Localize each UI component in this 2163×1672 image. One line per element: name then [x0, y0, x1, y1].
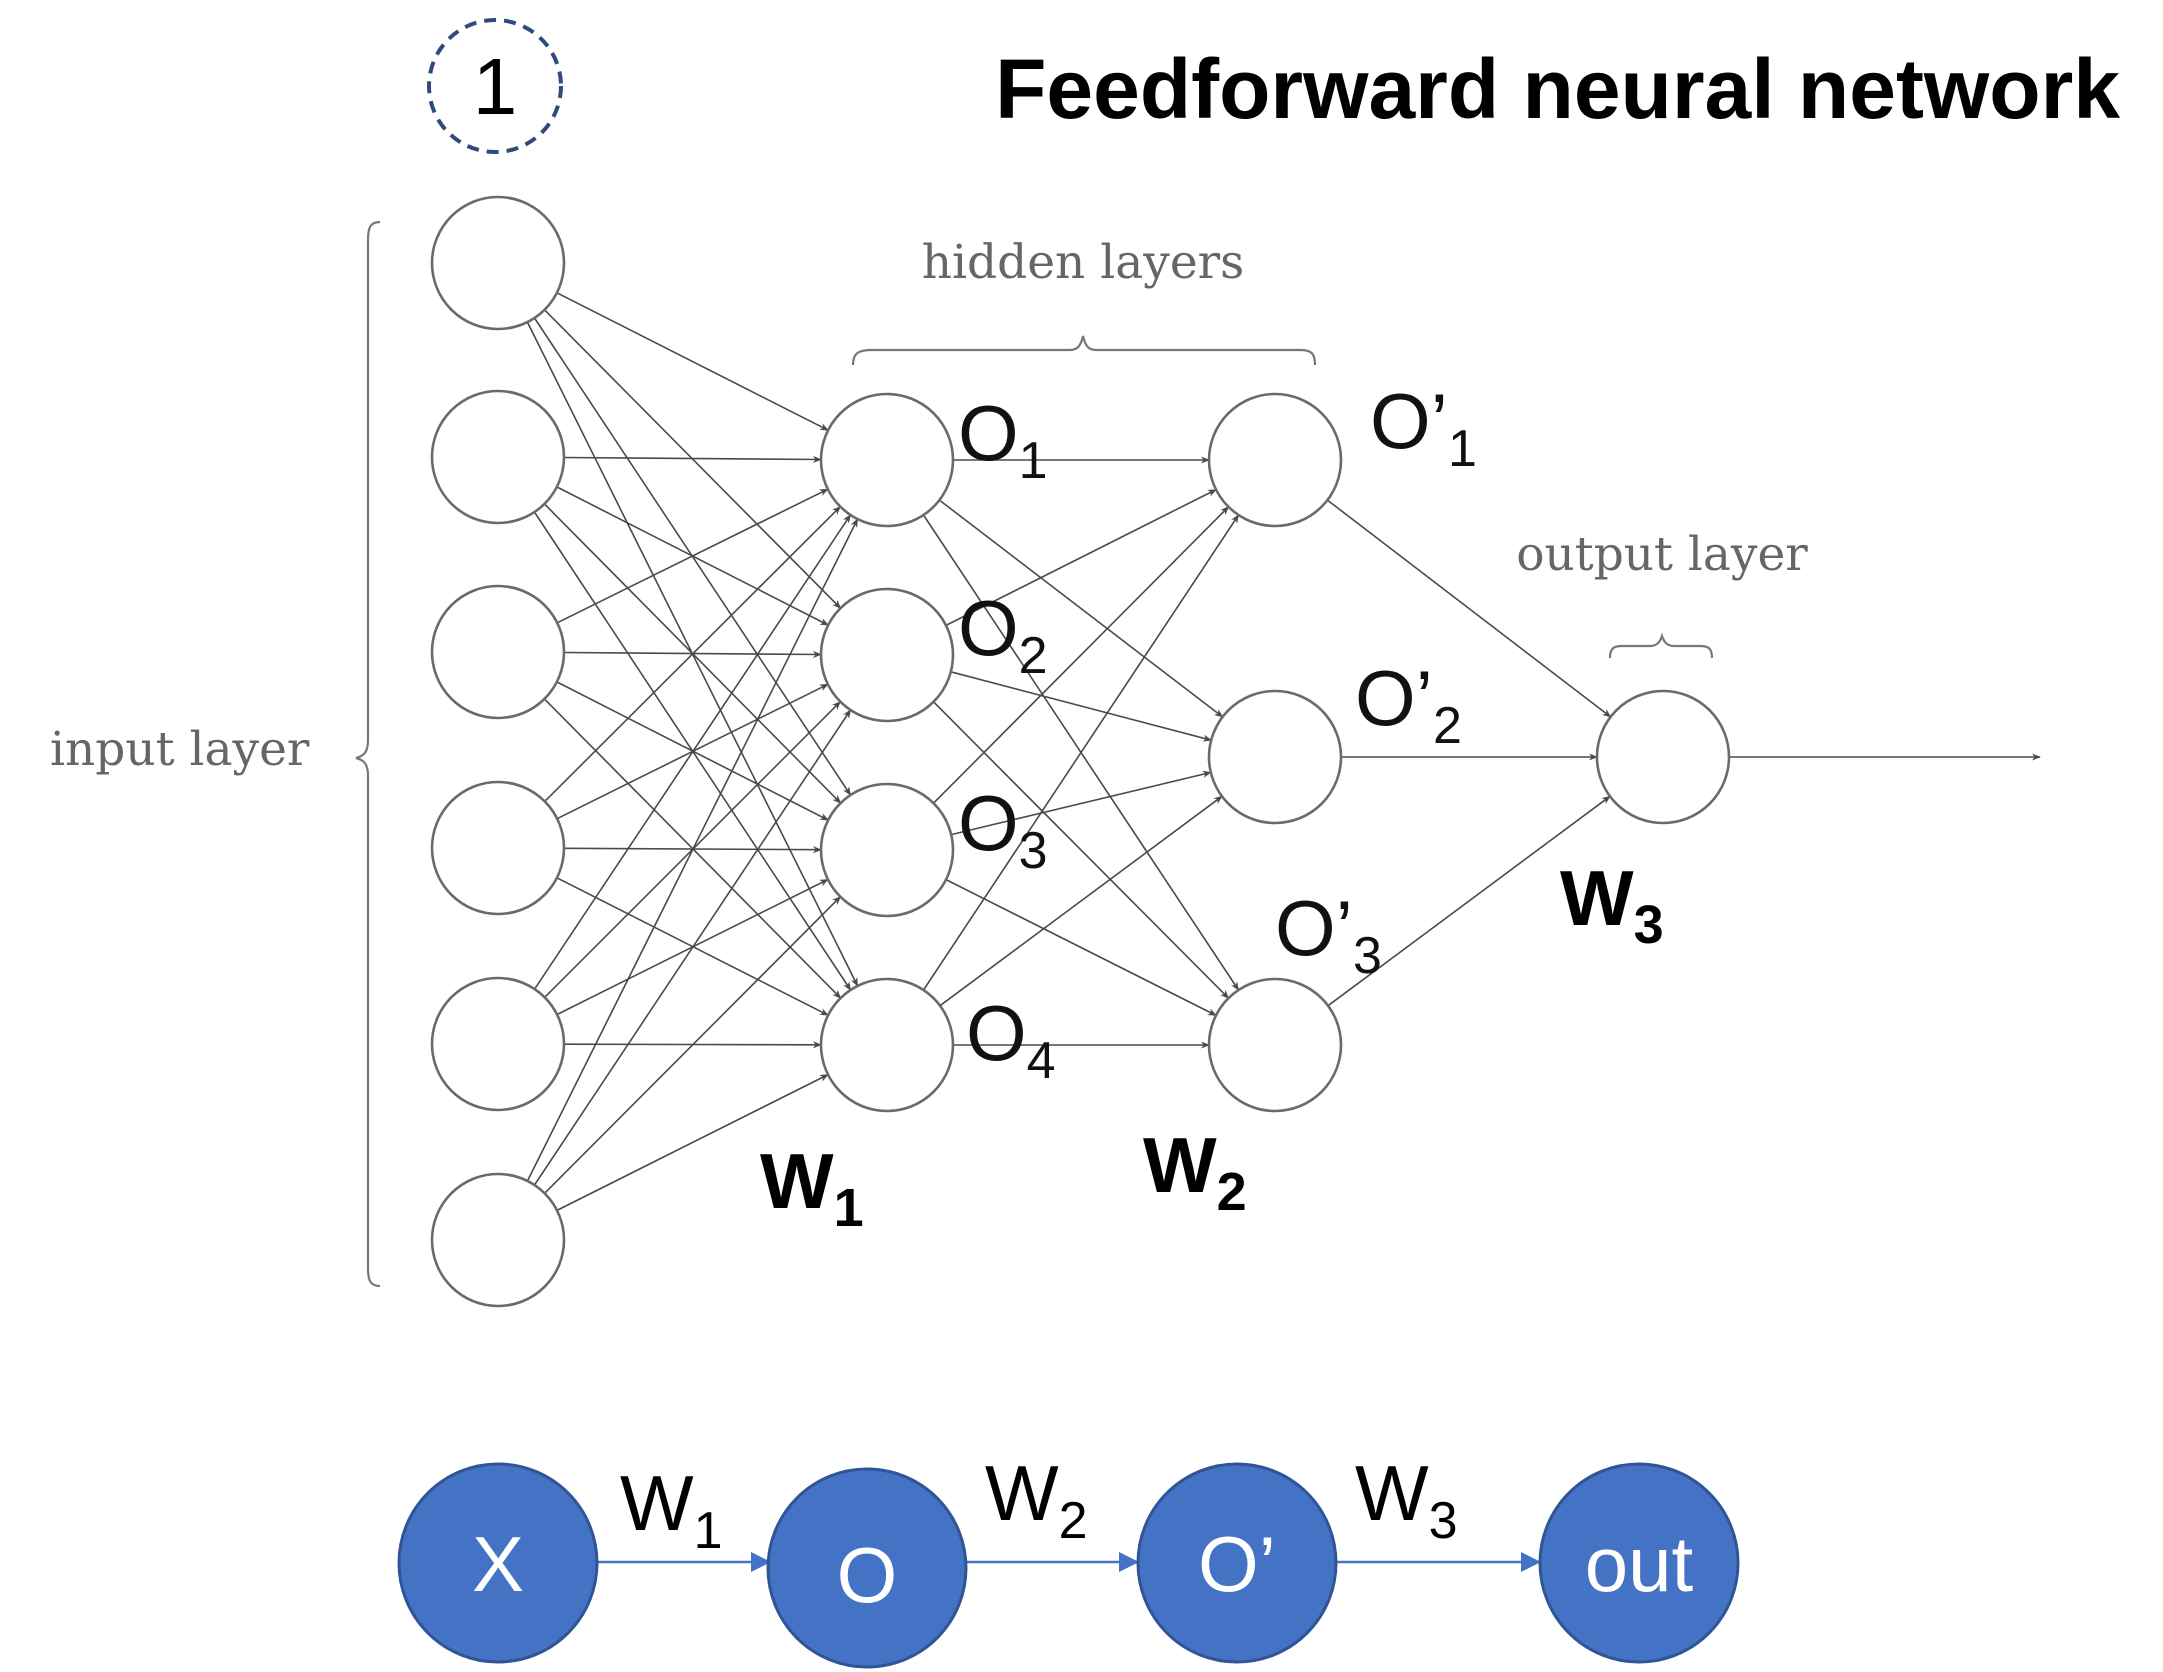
connection-h12-h21: [945, 488, 1217, 627]
output-layer-label: output layer: [1516, 527, 1808, 582]
flow-w1-label: W1: [620, 1459, 723, 1560]
flow-node-o-prime: [1136, 1462, 1338, 1664]
flow-w2-label: W2: [985, 1449, 1088, 1550]
diagram-title: Feedforward neural network: [995, 42, 2120, 136]
input-node-2: [430, 389, 566, 525]
flow-node-o-label: O: [837, 1531, 898, 1619]
flow-node-x-label: X: [472, 1520, 524, 1608]
flow-node-x: [397, 1462, 599, 1664]
h1-node-2: [819, 587, 955, 723]
hidden-layer-2-labels: O’1 O’2 O’3: [1275, 377, 1477, 985]
input-node-6: [430, 1172, 566, 1308]
badge-number: 1: [473, 42, 518, 131]
connection-h11-h22: [938, 499, 1224, 718]
connection-input5-h11: [533, 514, 852, 990]
h2-node-3: [1207, 977, 1343, 1113]
weight-labels: W1 W2 W3: [760, 854, 1664, 1238]
o1-label: O1: [958, 389, 1048, 490]
input-node-4: [430, 780, 566, 916]
connection-h14-h22: [939, 795, 1223, 1007]
h2-node-2: [1207, 689, 1343, 825]
flow-node-out-label: out: [1585, 1520, 1694, 1608]
connection-input3-h11: [556, 488, 829, 624]
o3-label: O3: [958, 779, 1048, 880]
connection-h13-h22: [951, 770, 1212, 836]
o4-label: O4: [966, 989, 1056, 1090]
flow-node-out: [1538, 1462, 1740, 1664]
connection-h13-h21: [932, 506, 1230, 804]
connection-input6-h14: [556, 1073, 829, 1212]
hidden-layer-1-labels: O1 O2 O3 O4: [958, 389, 1056, 1090]
network-nodes: [430, 195, 1731, 1308]
connection-input4-h11: [544, 505, 841, 802]
input-layer-label: input layer: [50, 722, 310, 777]
connection-input6-h13: [544, 896, 842, 1194]
o-prime-3-label: O’3: [1275, 884, 1382, 985]
input-node-3: [430, 584, 566, 720]
o-prime-1-label: O’1: [1370, 377, 1477, 478]
w1-label: W1: [760, 1137, 864, 1238]
input-node-1: [430, 195, 566, 331]
connection-input1-h11: [556, 292, 829, 431]
h1-node-4: [819, 977, 955, 1113]
out-node-1: [1595, 689, 1731, 825]
input-layer-brace: [355, 220, 381, 1288]
w3-label: W3: [1560, 854, 1664, 955]
simplified-flow: X O O’ out W1 W2 W3: [397, 1449, 1740, 1669]
output-layer-brace: [1608, 632, 1714, 659]
connection-input2-h11: [563, 455, 822, 464]
connection-h23-out1: [1327, 795, 1611, 1007]
w2-label: W2: [1143, 1121, 1247, 1222]
o-prime-2-label: O’2: [1355, 654, 1462, 755]
hidden-layers-brace: [851, 335, 1317, 366]
connection-h13-h23: [945, 878, 1217, 1017]
h1-node-3: [819, 782, 955, 918]
o2-label: O2: [958, 584, 1048, 685]
connection-input6-h11: [526, 518, 859, 1182]
h1-node-1: [819, 392, 955, 528]
badge-circle: [427, 18, 563, 154]
step-badge: 1: [427, 18, 563, 154]
flow-node-o: [766, 1467, 968, 1669]
h2-node-1: [1207, 392, 1343, 528]
connection-input6-h12: [533, 709, 852, 1186]
flow-w3-label: W3: [1355, 1449, 1458, 1550]
connection-h21-out1: [1326, 499, 1612, 718]
connection-h12-h23: [932, 701, 1230, 999]
connection-h12-h22: [950, 671, 1213, 742]
connection-h14-h21: [922, 514, 1240, 991]
network-connections: [526, 292, 2041, 1212]
flow-node-o-prime-label: O’: [1198, 1520, 1276, 1608]
input-node-5: [430, 976, 566, 1112]
hidden-layers-label: hidden layers: [922, 235, 1245, 290]
